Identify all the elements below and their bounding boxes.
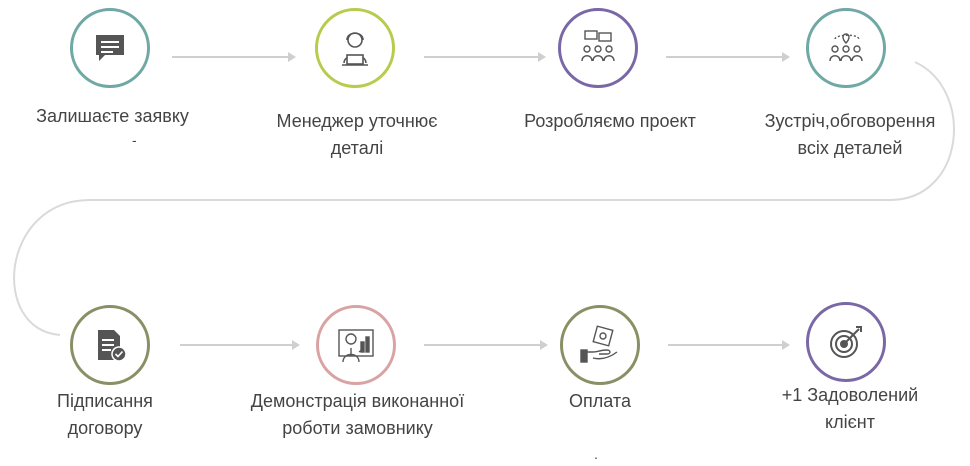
step-7-dot: . <box>594 446 598 462</box>
arrow-3-4 <box>666 52 790 62</box>
step-5-label: Підписання договору <box>57 391 153 438</box>
step-6-label: Демонстрація виконанної роботи замовнику <box>250 391 465 438</box>
step-2-label: Менеджер уточнює деталі <box>276 111 438 158</box>
team-discussion-icon <box>581 30 615 62</box>
signed-document-icon <box>98 330 127 362</box>
step-3-circle <box>558 8 638 88</box>
step-7-circle <box>560 305 640 385</box>
step-7-label: Оплата <box>569 391 631 411</box>
step-2-circle <box>315 8 395 88</box>
meeting-location-icon <box>829 33 863 62</box>
presentation-icon <box>338 329 374 363</box>
target-icon <box>830 326 862 358</box>
arrow-1-2 <box>172 52 296 62</box>
payment-hand-icon <box>580 325 618 363</box>
step-4-circle <box>806 8 886 88</box>
step-1-label: Залишаєте заявку <box>36 106 189 126</box>
arrow-6-7 <box>424 340 548 350</box>
chat-message-icon <box>96 35 124 61</box>
step-5-circle <box>70 305 150 385</box>
manager-headset-icon <box>342 32 368 66</box>
step-1-circle <box>70 8 150 88</box>
step-8-label: +1 Задоволений клієнт <box>781 385 919 432</box>
step-1-dash: - <box>132 132 137 148</box>
step-4-label: Зустріч,обговорення всіх деталей <box>764 111 936 158</box>
step-8-circle <box>806 302 886 382</box>
step-6-circle <box>316 305 396 385</box>
arrow-7-8 <box>668 340 790 350</box>
arrow-2-3 <box>424 52 546 62</box>
step-3-label: Розробляємо проект <box>524 111 696 131</box>
arrow-5-6 <box>180 340 300 350</box>
